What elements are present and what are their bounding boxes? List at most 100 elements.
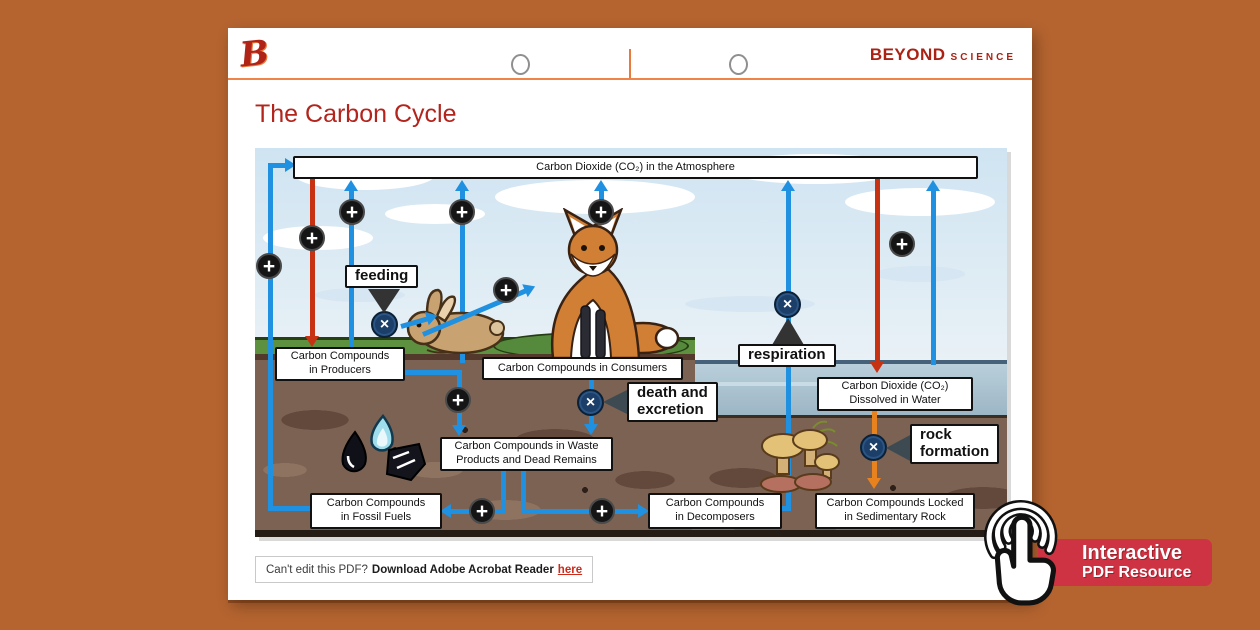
- page-title: The Carbon Cycle: [255, 100, 457, 128]
- box-dissolved: Carbon Dioxide (CO₂) Dissolved in Water: [817, 377, 973, 411]
- label-respiration-text: respiration: [748, 346, 826, 363]
- footer-note: Can't edit this PDF? Download Adobe Acro…: [255, 556, 594, 583]
- arrowhead-decomposer-respiration: [781, 180, 795, 191]
- box-consumers: Carbon Compounds in Consumers: [482, 357, 683, 380]
- box-fossil-line1: Carbon Compounds: [326, 497, 426, 510]
- arrow-producers-death-h: [402, 370, 462, 375]
- box-decomposers: Carbon Compounds in Decomposers: [648, 493, 782, 529]
- reveal-plus-button-up-2[interactable]: +: [449, 199, 475, 225]
- arrowhead-consumers-death: [584, 424, 598, 435]
- tap-hand-icon: [984, 500, 1058, 606]
- fossil-fuels-illustration: [341, 414, 427, 482]
- label-rock-formation: rock formation: [910, 424, 1000, 464]
- arrow-waste-left-v: [501, 470, 506, 514]
- reveal-plus-button-ocean-exchange[interactable]: +: [889, 231, 915, 257]
- arrowhead-into-atmosphere: [285, 158, 296, 172]
- hole-punch-right: [729, 54, 748, 75]
- arrow-fossil-to-combustion: [268, 506, 314, 511]
- arrow-up-2: [460, 191, 465, 363]
- box-atmosphere: Carbon Dioxide (CO₂) in the Atmosphere: [293, 156, 978, 179]
- arrowhead-dissolving: [870, 362, 884, 373]
- carbon-cycle-diagram: + + + + + + + + + + × × × × Carbon Dioxi…: [255, 148, 1007, 537]
- worksheet-page: B BEYOND SCIENCE The Carbon Cycle: [228, 28, 1032, 600]
- arrow-dissolving: [875, 179, 880, 363]
- footer-bold-text: Download Adobe Acrobat Reader: [371, 563, 554, 576]
- page-header: B BEYOND SCIENCE: [228, 28, 1032, 80]
- mushrooms-illustration: [760, 420, 840, 493]
- ribbon-line1: Interactive: [1082, 542, 1183, 565]
- arrowhead-into-fossil: [440, 504, 451, 518]
- box-consumers-label: Carbon Compounds in Consumers: [497, 361, 668, 374]
- brand-primary: BEYOND: [869, 45, 946, 64]
- arrowhead-into-decomposers: [638, 504, 649, 518]
- box-dissolved-line1: Carbon Dioxide (CO₂): [841, 380, 949, 393]
- box-waste-line1: Carbon Compounds in Waste: [454, 440, 599, 453]
- interactive-pdf-ribbon: Interactive PDF Resource: [1038, 539, 1212, 586]
- box-producers-line1: Carbon Compounds: [290, 350, 390, 363]
- reveal-plus-button-producer-respiration[interactable]: +: [339, 199, 365, 225]
- label-respiration: respiration: [738, 344, 836, 367]
- label-rock-line2: formation: [920, 442, 990, 460]
- arrowhead-rock-formation: [867, 478, 881, 489]
- header-rule: [228, 78, 1032, 80]
- arrowhead-producer-respiration: [344, 180, 358, 191]
- arrow-ocean-release: [931, 191, 936, 365]
- box-dissolved-line2: Dissolved in Water: [849, 394, 941, 406]
- hole-punch-left: [511, 54, 530, 75]
- death-pointer: [603, 389, 629, 415]
- diagram-bottom-edge: [255, 530, 1007, 537]
- box-waste-line2: Products and Dead Remains: [456, 454, 597, 466]
- reveal-plus-button-fossilisation[interactable]: +: [469, 498, 495, 524]
- box-atmosphere-label: Carbon Dioxide (CO₂) in the Atmosphere: [536, 160, 735, 173]
- rock-pointer: [886, 434, 912, 462]
- fox-illustration: [550, 208, 680, 360]
- footer-prefix: Can't edit this PDF?: [266, 563, 368, 576]
- reveal-plus-button-feeding-fox[interactable]: +: [493, 277, 519, 303]
- cloud: [845, 188, 995, 216]
- rabbit-illustration: [406, 288, 505, 354]
- arrow-waste-right-v: [521, 470, 526, 514]
- feeding-pointer: [368, 289, 400, 313]
- ribbon-line2: PDF Resource: [1082, 564, 1192, 582]
- reveal-plus-button-decomposition[interactable]: +: [589, 498, 615, 524]
- box-decomposers-line2: in Decomposers: [675, 511, 755, 523]
- hide-cross-button-feeding[interactable]: ×: [371, 311, 398, 338]
- label-death-excretion: death and excretion: [627, 382, 718, 422]
- label-rock-line1: rock: [920, 426, 952, 443]
- label-feeding-text: feeding: [355, 267, 409, 284]
- hide-cross-button-respiration[interactable]: ×: [774, 291, 801, 318]
- reveal-plus-button-photosynthesis[interactable]: +: [299, 225, 325, 251]
- label-feeding: feeding: [345, 265, 419, 288]
- box-sedimentary-line1: Carbon Compounds Locked: [826, 497, 964, 510]
- box-sedimentary-line2: in Sedimentary Rock: [844, 511, 946, 523]
- box-producers: Carbon Compounds in Producers: [275, 347, 405, 381]
- arrowhead-ocean-release: [926, 180, 940, 191]
- hide-cross-button-rock-formation[interactable]: ×: [860, 434, 887, 461]
- arrow-waste-right-h: [521, 509, 639, 514]
- reveal-plus-button-producers-death[interactable]: +: [445, 387, 471, 413]
- brand-secondary: SCIENCE: [950, 52, 1016, 63]
- hide-cross-button-death[interactable]: ×: [577, 389, 604, 416]
- brand-wordmark: BEYOND SCIENCE: [870, 45, 1016, 65]
- arrow-decomposer-hook: [782, 506, 791, 511]
- label-death-line1: death and: [637, 384, 708, 401]
- box-fossil-fuels: Carbon Compounds in Fossil Fuels: [310, 493, 442, 529]
- arrow-combustion-top: [268, 163, 288, 168]
- box-producers-line2: in Producers: [309, 364, 371, 376]
- box-waste: Carbon Compounds in Waste Products and D…: [440, 437, 613, 471]
- box-decomposers-line1: Carbon Compounds: [665, 497, 765, 510]
- arrowhead-photosynthesis: [305, 336, 319, 347]
- arrowhead-up-2: [455, 180, 469, 191]
- brand-logo-icon: B: [237, 32, 271, 76]
- reveal-plus-button-consumer-respiration[interactable]: +: [588, 199, 614, 225]
- arrowhead-consumer-respiration: [594, 180, 608, 191]
- arrow-photosynthesis: [310, 179, 315, 336]
- footer-here-link[interactable]: here: [557, 563, 583, 576]
- box-fossil-line2: in Fossil Fuels: [340, 511, 412, 523]
- arrowhead-producers-death: [452, 425, 466, 436]
- box-sedimentary: Carbon Compounds Locked in Sedimentary R…: [815, 493, 975, 529]
- cloud: [875, 266, 965, 282]
- header-divider: [629, 49, 631, 79]
- arrow-combustion-vertical: [268, 163, 273, 511]
- reveal-plus-button-combustion[interactable]: +: [256, 253, 282, 279]
